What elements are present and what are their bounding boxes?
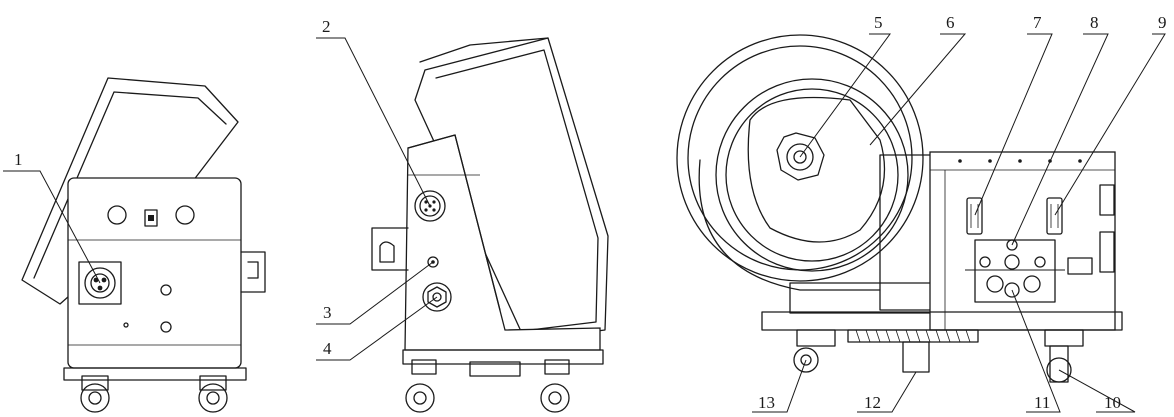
feed-roller-right — [1023, 275, 1041, 293]
front-wheel-right — [198, 375, 228, 413]
spool-hub — [776, 132, 825, 181]
callout-labels: 1 2 3 4 5 6 7 8 9 10 11 12 13 — [14, 13, 1167, 412]
front-base — [63, 367, 247, 381]
callout-11: 11 — [1034, 393, 1050, 412]
power-socket — [84, 267, 116, 299]
side-view — [371, 37, 609, 413]
callout-3: 3 — [323, 303, 332, 322]
callout-9: 9 — [1158, 13, 1167, 32]
gas-valve — [1067, 257, 1093, 275]
spool-core — [747, 96, 886, 243]
feed-mechanism — [974, 239, 1056, 303]
callout-13: 13 — [758, 393, 775, 412]
callout-12: 12 — [864, 393, 881, 412]
front-knob-left — [107, 205, 127, 225]
side-handle — [371, 227, 409, 271]
side-base — [402, 349, 604, 365]
side-wheel-right — [540, 359, 570, 413]
gas-port — [427, 256, 439, 268]
front-body — [67, 177, 242, 369]
torch-connector — [422, 282, 452, 312]
leader-lines — [3, 33, 1166, 413]
side-wheel-left — [405, 359, 437, 413]
control-connector — [414, 190, 446, 222]
feed-roller-left — [986, 275, 1004, 293]
fan-grille — [847, 329, 979, 343]
callout-1: 1 — [14, 150, 23, 169]
front-lid — [21, 77, 239, 305]
callout-5: 5 — [874, 13, 883, 32]
callout-4: 4 — [323, 339, 332, 358]
feeder-box — [929, 151, 1116, 331]
callout-8: 8 — [1090, 13, 1099, 32]
front-view — [21, 77, 266, 413]
side-body — [404, 134, 601, 351]
wire-spool-outer — [676, 34, 924, 282]
pressure-arm-right — [1046, 197, 1063, 235]
callout-2: 2 — [322, 17, 331, 36]
callout-10: 10 — [1104, 393, 1121, 412]
callout-6: 6 — [946, 13, 955, 32]
front-switch — [144, 209, 158, 227]
front-knob-right — [175, 205, 195, 225]
caster-left — [793, 329, 836, 373]
caster-right — [1044, 329, 1084, 383]
fan-box — [902, 341, 930, 373]
front-wheel-left — [80, 375, 110, 413]
wire-spool — [715, 78, 909, 272]
power-socket-frame — [78, 261, 122, 305]
front-handle — [240, 251, 266, 293]
pressure-arm-left — [966, 197, 983, 235]
open-view — [676, 34, 1123, 383]
callout-7: 7 — [1033, 13, 1042, 32]
